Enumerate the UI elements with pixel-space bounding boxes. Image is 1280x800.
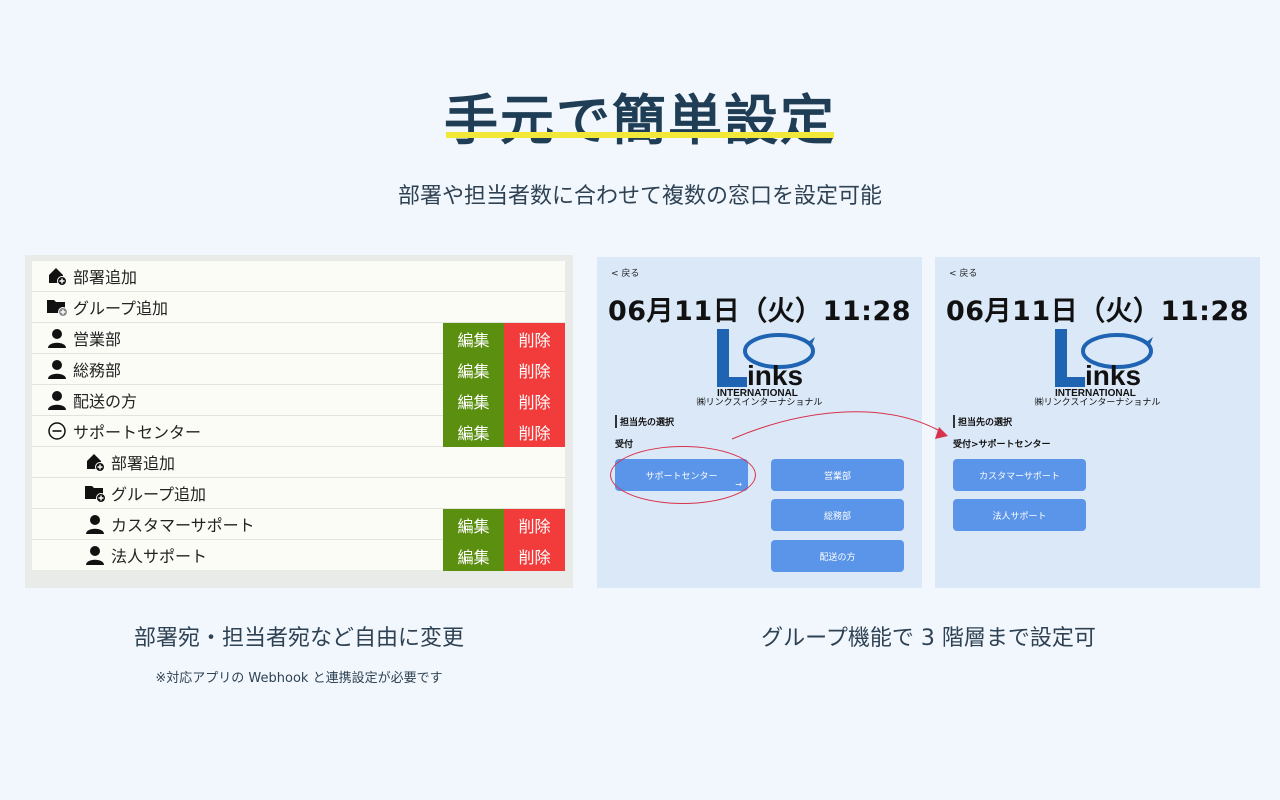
reception-screen-top: < 戻る 06月11日（火）11:28 inks INTERNATIONAL ㈱… — [597, 257, 922, 588]
corporate-support-button[interactable]: 法人サポート — [953, 499, 1086, 531]
delete-button[interactable]: 削除 — [504, 354, 565, 385]
edit-button[interactable]: 編集 — [443, 354, 504, 385]
tree-row-add-department-sub[interactable]: 部署追加 — [32, 447, 565, 478]
logo-text: inks — [747, 360, 803, 391]
department-tree-panel: 部署追加 グループ追加 営業部 編集 削除 総務部 編集 削除 — [25, 255, 573, 588]
links-logo: inks INTERNATIONAL — [1035, 327, 1165, 407]
tree-row-label: 営業部 — [73, 330, 122, 349]
delete-button[interactable]: 削除 — [504, 323, 565, 354]
edit-button[interactable]: 編集 — [443, 509, 504, 540]
company-name: ㈱リンクスインターナショナル — [696, 398, 823, 408]
left-caption-note: ※対応アプリの Webhook と連携設定が必要です — [155, 671, 443, 686]
person-icon — [46, 327, 68, 349]
sales-button[interactable]: 営業部 — [771, 459, 904, 491]
delete-button[interactable]: 削除 — [504, 416, 565, 447]
customer-support-button[interactable]: カスタマーサポート — [953, 459, 1086, 491]
back-link[interactable]: < 戻る — [949, 269, 978, 279]
datetime-display: 06月11日（火）11:28 — [607, 296, 912, 327]
person-icon — [84, 513, 106, 535]
house-add-icon — [46, 265, 68, 287]
breadcrumb: 受付 — [615, 440, 634, 450]
delete-button[interactable]: 削除 — [504, 385, 565, 416]
tree-row-support-center[interactable]: サポートセンター 編集 削除 — [32, 416, 565, 447]
breadcrumb: 受付>サポートセンター — [953, 440, 1051, 450]
department-tree: 部署追加 グループ追加 営業部 編集 削除 総務部 編集 削除 — [32, 261, 565, 571]
page-title: 手元で簡単設定 — [444, 89, 836, 152]
folder-add-icon — [46, 296, 68, 318]
datetime-display: 06月11日（火）11:28 — [945, 296, 1250, 327]
tree-row-label: グループ追加 — [73, 299, 169, 318]
logo-international: INTERNATIONAL — [1055, 388, 1136, 397]
tree-row-label: 部署追加 — [111, 454, 176, 473]
tree-row-label: 法人サポート — [111, 547, 208, 566]
delete-button[interactable]: 削除 — [504, 540, 565, 571]
links-logo: inks INTERNATIONAL — [697, 327, 827, 407]
tree-row-add-group-sub[interactable]: グループ追加 — [32, 478, 565, 509]
house-add-icon — [84, 451, 106, 473]
right-caption: グループ機能で 3 階層まで設定可 — [761, 626, 1096, 651]
tree-row-label: 部署追加 — [73, 268, 138, 287]
back-link[interactable]: < 戻る — [611, 269, 640, 279]
person-icon — [84, 544, 106, 566]
tree-row-add-department[interactable]: 部署追加 — [32, 261, 565, 292]
tree-row-corporate-support[interactable]: 法人サポート 編集 削除 — [32, 540, 565, 571]
logo-international: INTERNATIONAL — [717, 388, 798, 397]
tree-row-label: グループ追加 — [111, 485, 207, 504]
delivery-button[interactable]: 配送の方 — [771, 540, 904, 572]
tree-row-label: カスタマーサポート — [111, 516, 255, 535]
person-icon — [46, 358, 68, 380]
tree-row-add-group[interactable]: グループ追加 — [32, 292, 565, 323]
tree-row-label: 総務部 — [73, 361, 122, 380]
highlight-ellipse — [610, 446, 756, 504]
tree-row-customer-support[interactable]: カスタマーサポート 編集 削除 — [32, 509, 565, 540]
edit-button[interactable]: 編集 — [443, 540, 504, 571]
general-affairs-button[interactable]: 総務部 — [771, 499, 904, 531]
select-destination-label: 担当先の選択 — [953, 415, 1012, 428]
left-caption: 部署宛・担当者宛など自由に変更 — [133, 626, 464, 651]
edit-button[interactable]: 編集 — [443, 416, 504, 447]
tree-row-label: サポートセンター — [73, 423, 202, 442]
tree-row-general-affairs[interactable]: 総務部 編集 削除 — [32, 354, 565, 385]
tree-row-sales[interactable]: 営業部 編集 削除 — [32, 323, 565, 354]
folder-add-icon — [84, 482, 106, 504]
title-underline — [446, 132, 834, 138]
collapse-circle-icon[interactable] — [46, 420, 68, 442]
logo-text: inks — [1085, 360, 1141, 391]
delete-button[interactable]: 削除 — [504, 509, 565, 540]
reception-screen-sub: < 戻る 06月11日（火）11:28 inks INTERNATIONAL ㈱… — [935, 257, 1260, 588]
edit-button[interactable]: 編集 — [443, 385, 504, 416]
tree-row-delivery[interactable]: 配送の方 編集 削除 — [32, 385, 565, 416]
tree-row-label: 配送の方 — [73, 392, 138, 411]
select-destination-label: 担当先の選択 — [615, 415, 674, 428]
person-icon — [46, 389, 68, 411]
page-subtitle: 部署や担当者数に合わせて複数の窓口を設定可能 — [397, 184, 882, 209]
edit-button[interactable]: 編集 — [443, 323, 504, 354]
company-name: ㈱リンクスインターナショナル — [1034, 398, 1161, 408]
